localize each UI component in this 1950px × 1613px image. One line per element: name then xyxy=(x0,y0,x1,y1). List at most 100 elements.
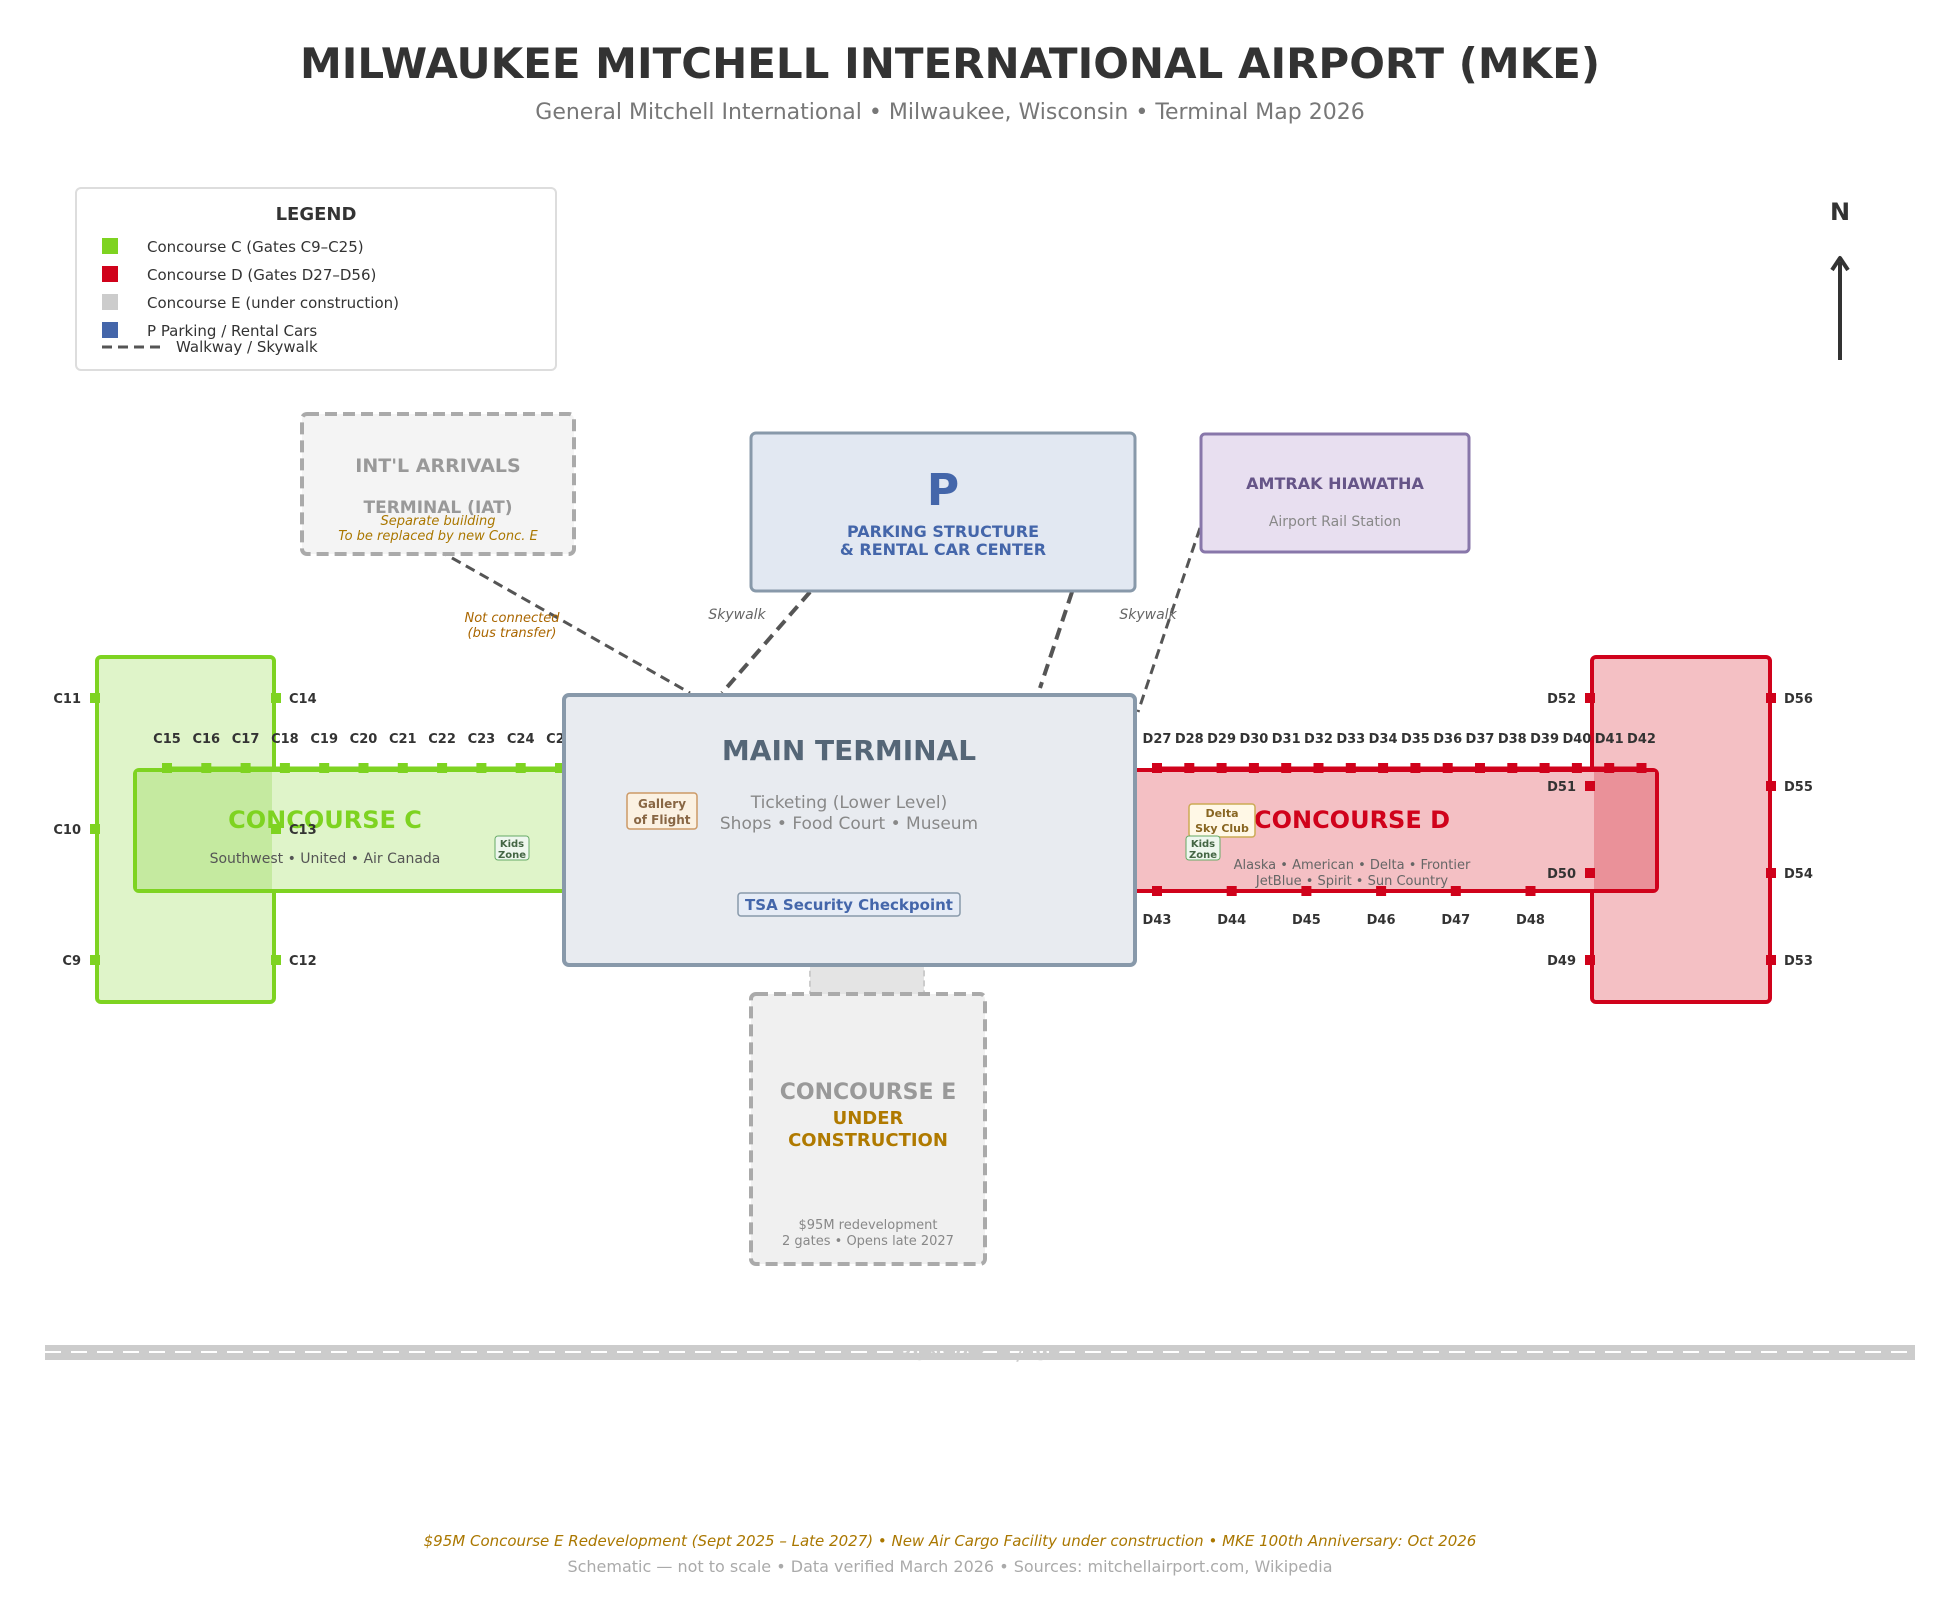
gate-d53[interactable]: D53 xyxy=(1766,954,1813,969)
gate-c23[interactable]: C23 xyxy=(468,732,496,773)
gate-d30[interactable]: D30 xyxy=(1239,732,1268,773)
gate-label: D32 xyxy=(1304,732,1333,747)
gate-label: D33 xyxy=(1336,732,1365,747)
concourse-e-status-2: CONSTRUCTION xyxy=(788,1130,948,1151)
kids-zone-d-label-2: Zone xyxy=(1189,850,1217,861)
gate-marker xyxy=(90,693,100,703)
gate-d55[interactable]: D55 xyxy=(1766,780,1813,795)
gate-label: C13 xyxy=(289,823,317,838)
kids-zone-c[interactable]: Kids Zone xyxy=(494,835,530,861)
gate-c17[interactable]: C17 xyxy=(232,732,260,773)
gate-label: D46 xyxy=(1367,913,1396,928)
gate-c20[interactable]: C20 xyxy=(350,732,378,773)
kids-zone-c-label-1: Kids xyxy=(500,839,524,850)
gate-d27[interactable]: D27 xyxy=(1143,732,1172,773)
gate-d32[interactable]: D32 xyxy=(1304,732,1333,773)
gate-d45[interactable]: D45 xyxy=(1292,886,1321,928)
gate-marker xyxy=(555,763,565,773)
gate-marker xyxy=(90,955,100,965)
main-terminal-title: MAIN TERMINAL xyxy=(722,734,976,767)
gate-marker xyxy=(1216,763,1227,773)
gate-d41[interactable]: D41 xyxy=(1595,732,1624,773)
iat-title-2: TERMINAL (IAT) xyxy=(364,498,513,518)
gate-d49[interactable]: D49 xyxy=(1547,954,1595,969)
amtrak-link-line xyxy=(1136,527,1202,713)
gate-d33[interactable]: D33 xyxy=(1336,732,1365,773)
gallery-label-1: Gallery xyxy=(638,797,686,811)
gate-marker xyxy=(1226,886,1237,896)
gate-c18[interactable]: C18 xyxy=(271,732,299,773)
amtrak-station[interactable]: AMTRAK HIAWATHA Airport Rail Station xyxy=(1199,432,1471,554)
gate-d36[interactable]: D36 xyxy=(1433,732,1462,773)
legend-swatch-p xyxy=(102,322,118,338)
parking-structure[interactable]: P PARKING STRUCTURE & RENTAL CAR CENTER xyxy=(749,431,1137,593)
gate-d47[interactable]: D47 xyxy=(1441,886,1470,928)
gate-d43[interactable]: D43 xyxy=(1143,886,1172,928)
gate-label: D29 xyxy=(1207,732,1236,747)
parking-icon: P xyxy=(927,465,959,516)
gate-d51[interactable]: D51 xyxy=(1547,780,1595,795)
gate-marker xyxy=(1525,886,1536,896)
parking-title-2: & RENTAL CAR CENTER xyxy=(840,540,1046,559)
gate-d54[interactable]: D54 xyxy=(1766,867,1813,882)
gate-c22[interactable]: C22 xyxy=(428,732,456,773)
gate-c12[interactable]: C12 xyxy=(271,954,317,969)
gate-d50[interactable]: D50 xyxy=(1547,867,1595,882)
sky-club-label-1: Delta xyxy=(1205,807,1238,820)
concourse-d-overlap xyxy=(1594,772,1655,889)
gate-marker xyxy=(1376,886,1387,896)
gate-marker xyxy=(271,824,281,834)
gate-d28[interactable]: D28 xyxy=(1175,732,1204,773)
main-terminal[interactable]: MAIN TERMINAL Ticketing (Lower Level) Sh… xyxy=(562,693,1137,967)
gate-d34[interactable]: D34 xyxy=(1369,732,1398,773)
gate-d40[interactable]: D40 xyxy=(1562,732,1591,773)
gate-c24[interactable]: C24 xyxy=(507,732,535,773)
kids-zone-d[interactable]: Kids Zone xyxy=(1185,835,1221,861)
gate-c13[interactable]: C13 xyxy=(271,823,317,838)
gate-d44[interactable]: D44 xyxy=(1217,886,1246,928)
gate-d38[interactable]: D38 xyxy=(1498,732,1527,773)
gate-d37[interactable]: D37 xyxy=(1466,732,1495,773)
gate-marker xyxy=(1301,886,1312,896)
gate-label: D51 xyxy=(1547,780,1576,795)
gate-d31[interactable]: D31 xyxy=(1272,732,1301,773)
gate-c14[interactable]: C14 xyxy=(271,692,317,707)
gate-d48[interactable]: D48 xyxy=(1516,886,1545,928)
delta-sky-club[interactable]: Delta Sky Club xyxy=(1188,803,1256,838)
tsa-checkpoint[interactable]: TSA Security Checkpoint xyxy=(737,892,961,917)
gate-d46[interactable]: D46 xyxy=(1367,886,1396,928)
intl-arrivals-terminal[interactable]: INT'L ARRIVALS TERMINAL (IAT) Separate b… xyxy=(300,412,576,556)
concourse-e-note-2: 2 gates • Opens late 2027 xyxy=(782,1234,954,1249)
gate-marker xyxy=(1450,886,1461,896)
gate-d35[interactable]: D35 xyxy=(1401,732,1430,773)
kids-zone-d-label-1: Kids xyxy=(1191,839,1215,850)
gate-marker xyxy=(1313,763,1324,773)
legend-swatch-c xyxy=(102,238,118,254)
concourse-d[interactable]: CONCOURSE D Alaska • American • Delta • … xyxy=(1123,655,1813,1004)
gate-c10[interactable]: C10 xyxy=(53,823,100,838)
gallery-of-flight[interactable]: Gallery of Flight xyxy=(626,792,698,830)
sky-club-label-2: Sky Club xyxy=(1195,822,1249,835)
gate-label: D30 xyxy=(1239,732,1268,747)
gate-label: C15 xyxy=(153,732,181,747)
footer-line-2: Schematic — not to scale • Data verified… xyxy=(567,1557,1332,1576)
gate-c15[interactable]: C15 xyxy=(153,732,181,773)
gate-d42[interactable]: D42 xyxy=(1627,732,1656,773)
gate-c16[interactable]: C16 xyxy=(192,732,220,773)
gate-c21[interactable]: C21 xyxy=(389,732,417,773)
parking-title-1: PARKING STRUCTURE xyxy=(847,522,1039,541)
concourse-c[interactable]: CONCOURSE C Southwest • United • Air Can… xyxy=(53,655,575,1004)
gate-d29[interactable]: D29 xyxy=(1207,732,1236,773)
legend-title: LEGEND xyxy=(276,204,357,225)
gate-label: C17 xyxy=(232,732,260,747)
legend-walkway-label: Walkway / Skywalk xyxy=(176,338,318,356)
gate-d52[interactable]: D52 xyxy=(1547,692,1595,707)
gate-c19[interactable]: C19 xyxy=(310,732,338,773)
gate-c9[interactable]: C9 xyxy=(62,954,100,969)
gate-marker xyxy=(271,693,281,703)
gate-d56[interactable]: D56 xyxy=(1766,692,1813,707)
gate-c11[interactable]: C11 xyxy=(53,692,100,707)
concourse-e[interactable]: CONCOURSE E UNDER CONSTRUCTION $95M rede… xyxy=(749,939,987,1266)
gate-d39[interactable]: D39 xyxy=(1530,732,1559,773)
iat-title-1: INT'L ARRIVALS xyxy=(355,455,520,477)
